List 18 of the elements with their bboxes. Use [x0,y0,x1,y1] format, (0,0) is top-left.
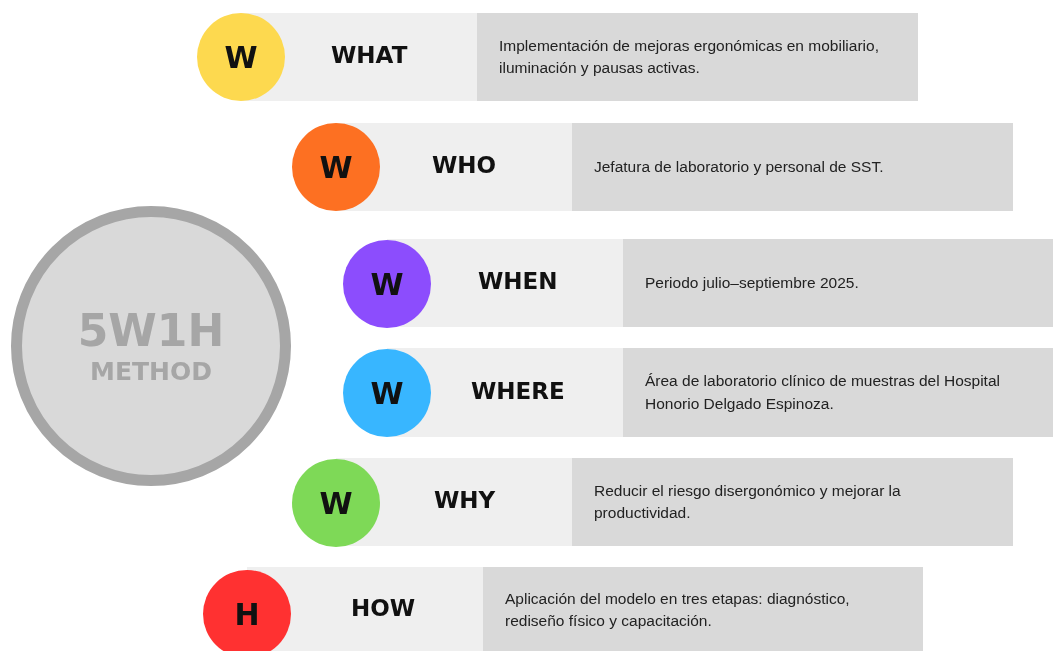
description-panel: Reducir el riesgo disergonómico y mejorar la productividad. [572,458,1013,546]
heading: WHERE [471,377,565,404]
letter-circle: W [292,123,380,211]
description-panel: Área de laboratorio clínico de muestras del Hospital Honorio Delgado Espinoza. [623,348,1053,437]
description-panel: Jefatura de laboratorio y personal de SST. [572,123,1013,211]
heading: WHEN [478,268,558,294]
description-panel: Periodo julio–septiembre 2025. [623,239,1053,327]
letter-circle: W [197,13,285,101]
heading: WHO [432,152,497,178]
description-panel: Aplicación del modelo en tres etapas: diagnóstico, rediseño físico y capacitación. [483,567,923,651]
heading: WHY [434,487,496,513]
heading: WHAT [331,42,408,68]
letter-circle: W [343,349,431,437]
heading: HOW [351,595,416,621]
description-panel: Implementación de mejoras ergonómicas en mobiliario, iluminación y pausas activas. [477,13,918,101]
letter-circle: H [203,570,291,651]
letter-circle: W [292,459,380,547]
letter-circle: W [343,240,431,328]
